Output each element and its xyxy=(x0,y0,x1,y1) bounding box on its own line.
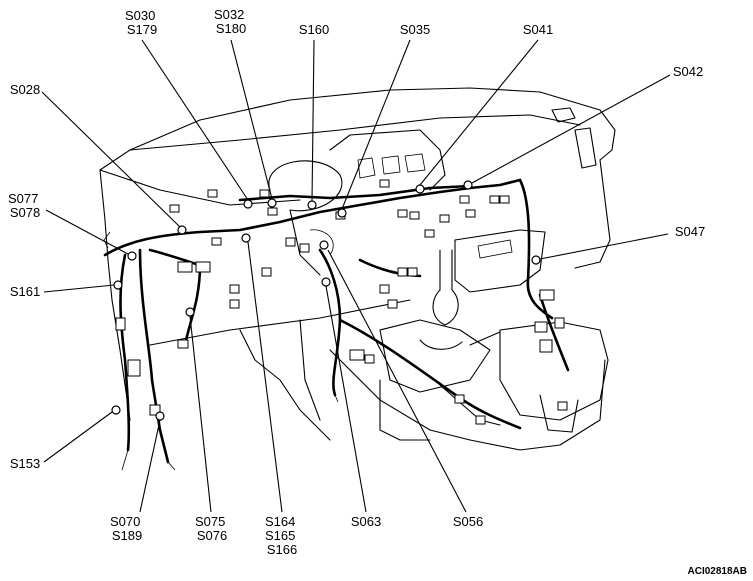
label-s032-s180: S032 S180 xyxy=(214,7,248,36)
figure-code: ACI02818AB xyxy=(688,566,747,577)
splice-points xyxy=(111,180,541,421)
leader-lines xyxy=(41,39,671,513)
label-s035: S035 xyxy=(400,22,430,37)
label-s164-s165-s166: S164 S165 S166 xyxy=(265,514,299,557)
connectors xyxy=(115,179,568,425)
label-s056: S056 xyxy=(453,514,483,529)
label-s047: S047 xyxy=(675,224,705,239)
label-s041: S041 xyxy=(523,22,553,37)
label-s075-s076: S075 S076 xyxy=(195,514,229,543)
label-s028: S028 xyxy=(10,82,40,97)
instrument-panel-outline xyxy=(99,87,616,451)
label-s063: S063 xyxy=(351,514,381,529)
label-s161: S161 xyxy=(10,284,40,299)
wiring-harness xyxy=(103,178,570,471)
label-s042: S042 xyxy=(673,64,703,79)
label-s070-s189: S070 S189 xyxy=(110,514,144,543)
label-s160: S160 xyxy=(299,22,329,37)
label-s077-s078: S077 S078 xyxy=(8,191,42,220)
label-s153: S153 xyxy=(10,456,40,471)
callout-labels: S030 S179 S032 S180 S160 S035 S041 S042 … xyxy=(8,7,705,557)
label-s030-s179: S030 S179 xyxy=(125,8,159,37)
